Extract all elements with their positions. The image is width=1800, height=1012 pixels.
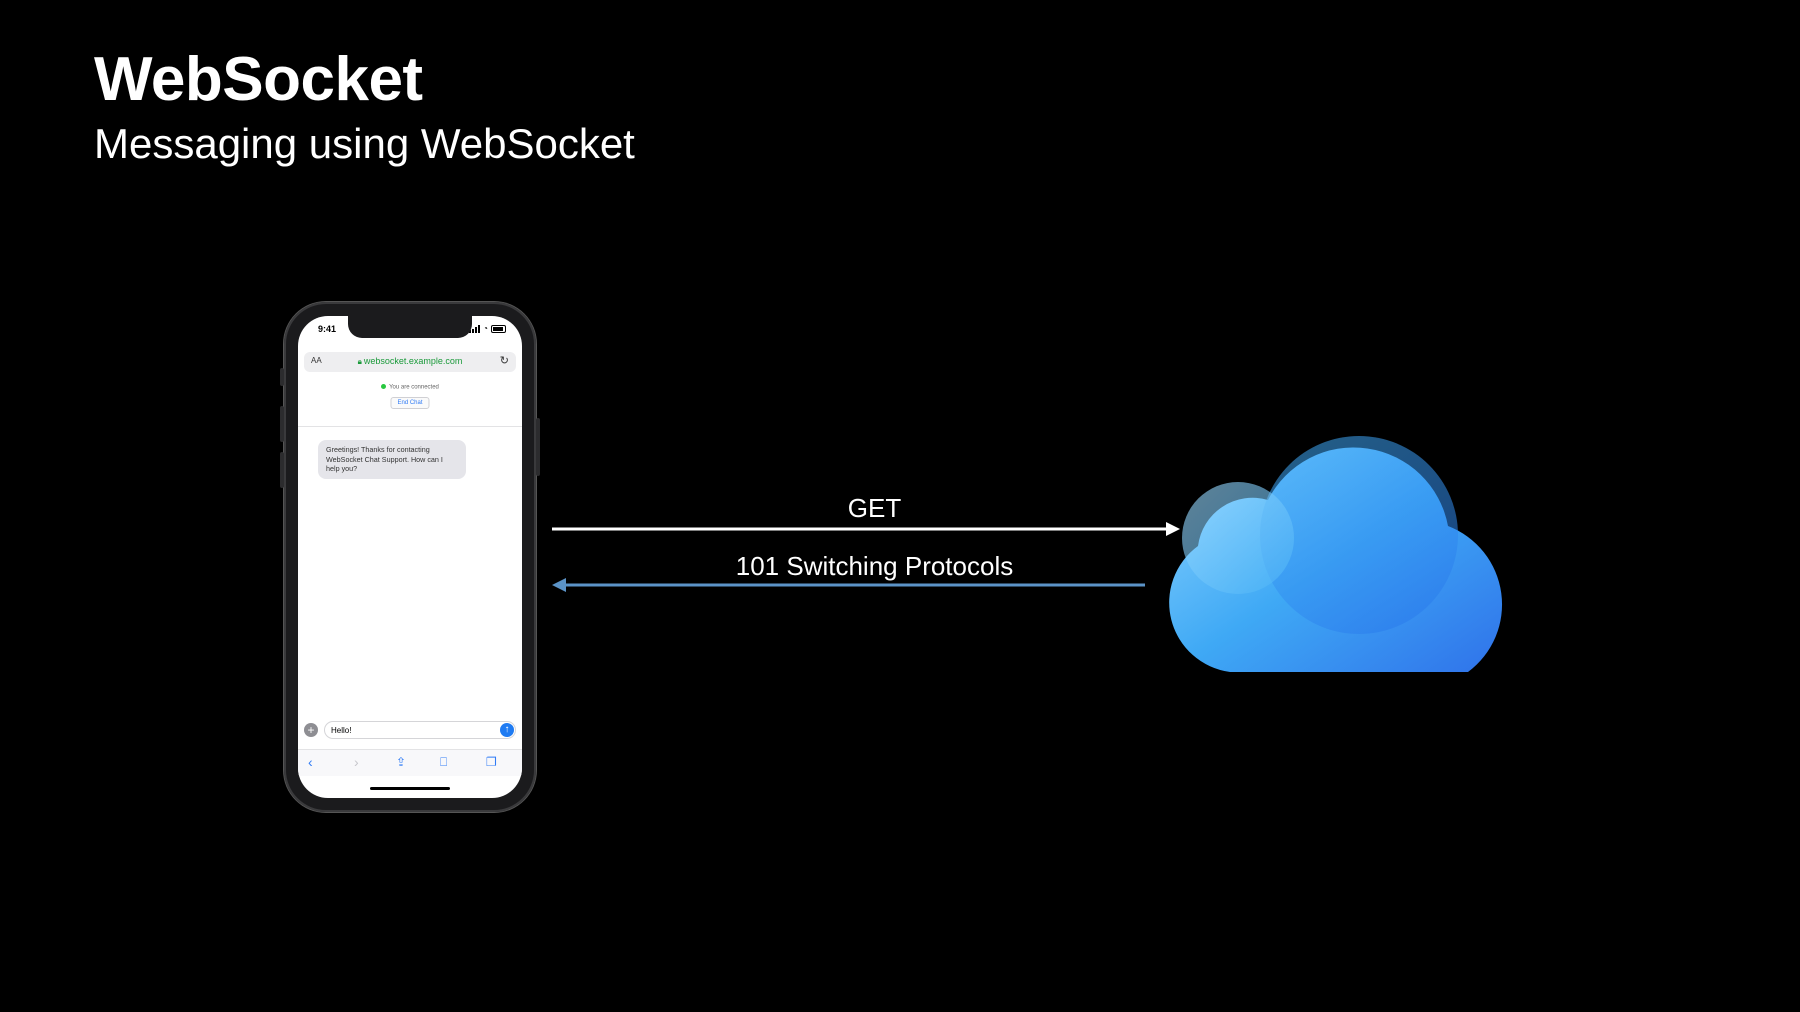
- url-text: websocket.example.com: [363, 356, 463, 366]
- connected-indicator-icon: [381, 384, 387, 389]
- status-icons: ◔: [469, 325, 506, 333]
- phone-screen: 9:41 ◔ AA 🔒︎websocket.example.com ↻ You …: [298, 316, 522, 798]
- iphone-device: 9:41 ◔ AA 🔒︎websocket.example.com ↻ You …: [280, 302, 540, 812]
- power-button: [536, 418, 540, 476]
- send-arrow-icon[interactable]: ↑: [500, 723, 514, 737]
- plus-icon[interactable]: +: [304, 723, 318, 737]
- end-chat-button[interactable]: End Chat: [390, 397, 430, 409]
- tabs-icon[interactable]: ❐: [486, 755, 497, 769]
- bookmarks-icon[interactable]: ⎕: [440, 755, 448, 769]
- connection-area: You are connected End Chat: [298, 380, 522, 427]
- battery-icon: [491, 325, 506, 333]
- home-indicator: [370, 787, 450, 790]
- cloud-icon: [1169, 436, 1503, 672]
- ringer-switch: [280, 368, 284, 386]
- volume-up-button: [280, 406, 284, 442]
- connection-status: You are connected: [298, 384, 522, 391]
- signal-icon: [469, 325, 481, 333]
- connection-status-text: You are connected: [389, 384, 439, 391]
- url-bar[interactable]: AA 🔒︎websocket.example.com ↻: [304, 352, 516, 372]
- url-field[interactable]: 🔒︎websocket.example.com: [304, 356, 516, 367]
- wifi-icon: ◔: [483, 324, 488, 333]
- request-label: GET: [847, 493, 902, 523]
- status-time: 9:41: [318, 324, 337, 334]
- browser-toolbar: ‹ › ⇪ ⎕ ❐: [298, 749, 522, 776]
- share-icon[interactable]: ⇪: [396, 755, 407, 769]
- response-label: 101 Switching Protocols: [735, 551, 1014, 581]
- reader-view-button[interactable]: AA: [311, 356, 322, 365]
- back-icon[interactable]: ‹: [308, 754, 313, 770]
- lock-icon: 🔒︎: [357, 357, 362, 366]
- volume-down-button: [280, 452, 284, 488]
- forward-icon[interactable]: ›: [354, 754, 359, 770]
- phone-notch: [348, 316, 472, 338]
- slide-title: WebSocket: [94, 45, 423, 114]
- slide-subtitle: Messaging using WebSocket: [94, 120, 635, 167]
- status-bar: 9:41 ◔: [298, 324, 522, 338]
- message-input[interactable]: [324, 721, 516, 739]
- incoming-message-bubble: Greetings! Thanks for contacting WebSock…: [318, 440, 466, 479]
- reload-icon[interactable]: ↻: [499, 355, 509, 367]
- compose-bar: + ↑: [298, 720, 522, 742]
